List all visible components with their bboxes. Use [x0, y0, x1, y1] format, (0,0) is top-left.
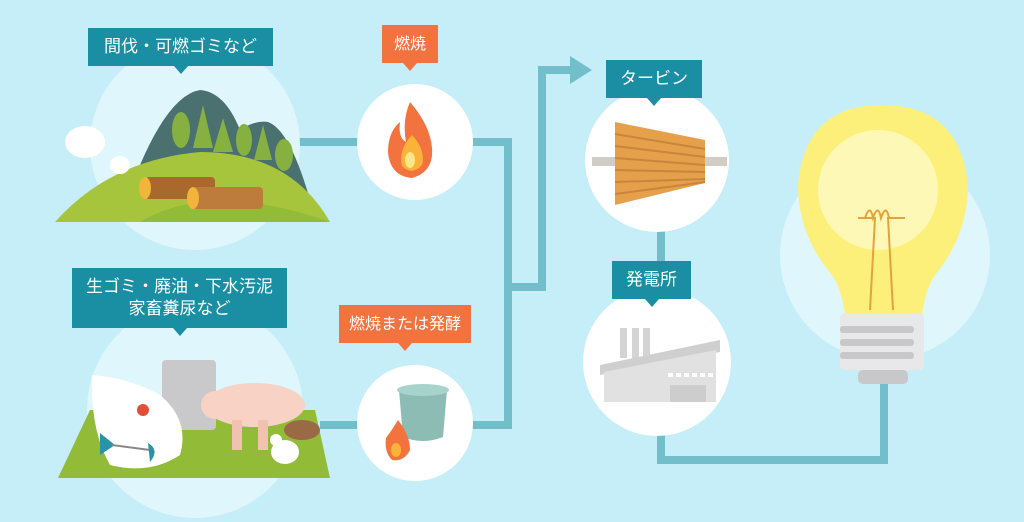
food-waste-livestock-icon: [58, 302, 330, 518]
fermentation-tank-fire-icon: [357, 365, 473, 481]
source-label-waste-line1: 生ゴミ・廃油・下水汚泥: [86, 277, 273, 297]
connector-plant-to-bulb: [657, 380, 888, 464]
light-bulb-icon: [780, 105, 990, 384]
source-label-forest: 間伐・可燃ゴミなど: [88, 28, 273, 74]
connector-lines: [296, 66, 888, 464]
connector-merge-to-turbine: [508, 66, 572, 291]
connector-combustion-to-merge: [465, 138, 512, 429]
forest-logs-icon: [55, 40, 330, 250]
arrow-head-icon: [570, 56, 592, 84]
source-label-waste-line2: 家畜糞尿など: [128, 299, 231, 319]
fire-icon: [357, 84, 473, 200]
turbine-icon: [585, 88, 729, 232]
power-plant-label: 発電所: [612, 261, 691, 307]
turbine-label: タービン: [606, 60, 702, 106]
factory-icon: [583, 288, 731, 436]
process-label-combustion: 燃焼: [382, 25, 439, 71]
source-label-waste: 生ゴミ・廃油・下水汚泥 家畜糞尿など: [72, 268, 287, 336]
process-label-combustion-fermentation: 燃焼または発酵: [339, 305, 472, 351]
